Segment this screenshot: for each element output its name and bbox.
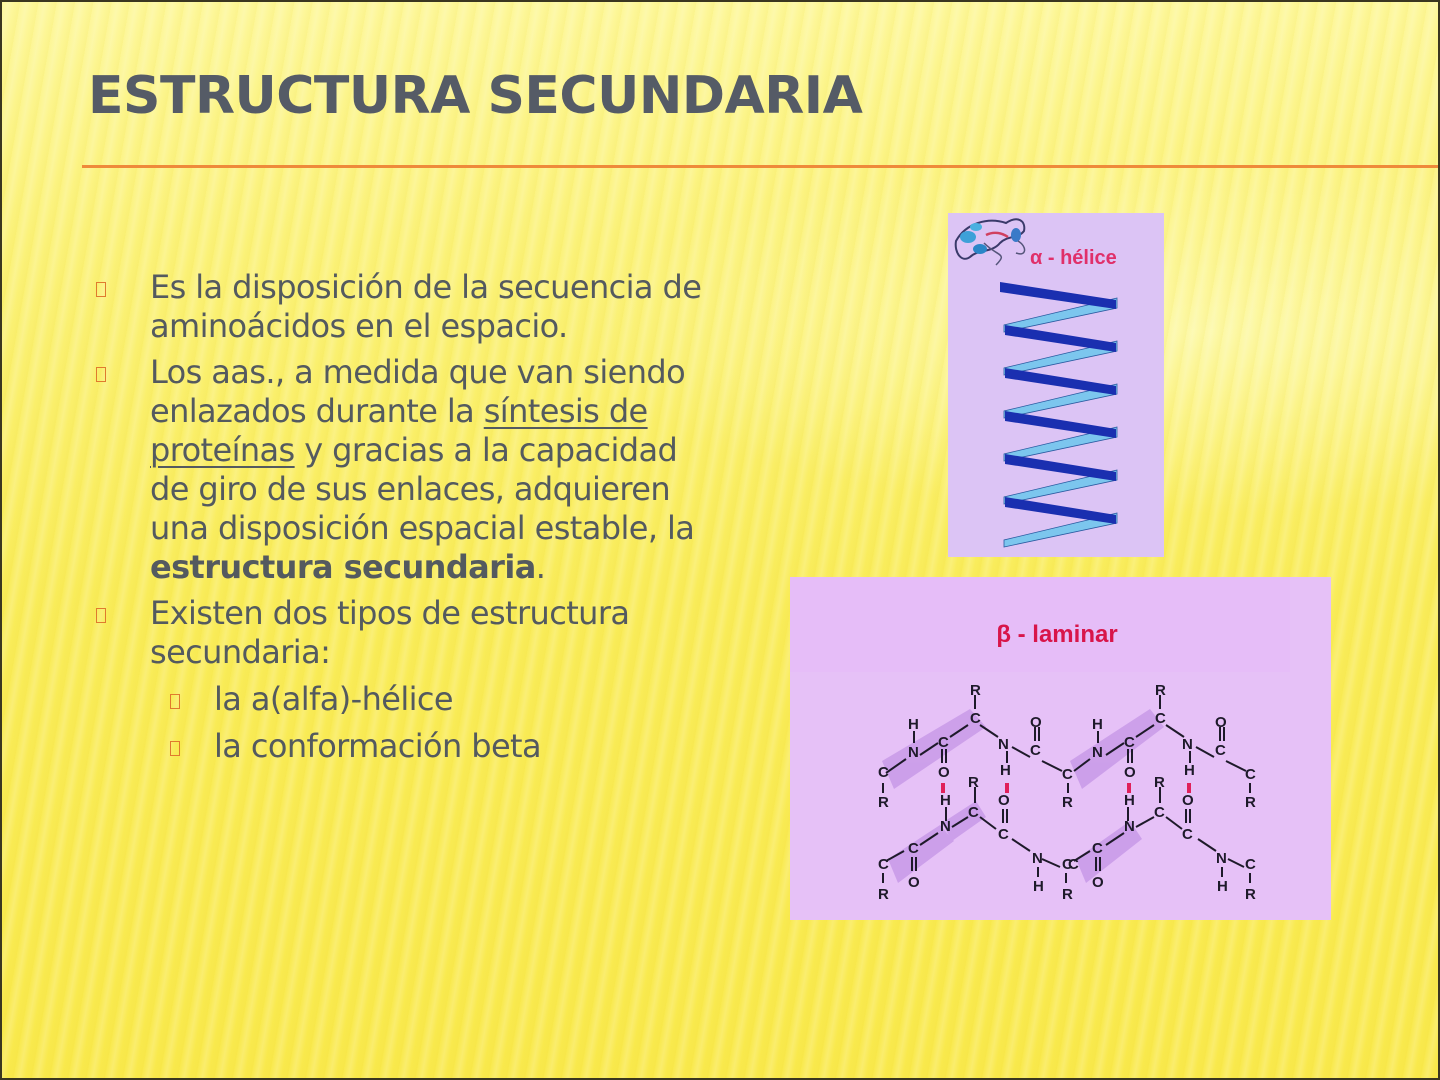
bullet-item-definition: Es la disposición de la secuencia de ami… (90, 268, 710, 346)
bullet-item-types: Existen dos tipos de estructura secundar… (90, 594, 710, 672)
svg-text:C: C (938, 734, 949, 751)
svg-text:R: R (1154, 774, 1165, 791)
svg-text:C: C (1155, 710, 1166, 727)
svg-text:N: N (1182, 736, 1193, 753)
svg-text:O: O (1030, 714, 1042, 731)
svg-text:N: N (1032, 850, 1043, 867)
bullet-text-after: . (535, 548, 546, 586)
svg-text:H: H (1184, 762, 1195, 779)
svg-text:N: N (940, 818, 951, 835)
svg-text:R: R (1245, 794, 1256, 811)
svg-text:C: C (970, 710, 981, 727)
svg-text:C: C (1182, 826, 1193, 843)
bold-term: estructura secundaria (150, 548, 536, 586)
svg-text:R: R (878, 886, 889, 903)
protein-structure-thumbnail-icon (954, 218, 1026, 266)
svg-text:C: C (1154, 804, 1165, 821)
svg-text:O: O (1182, 792, 1194, 809)
svg-text:C: C (1062, 766, 1073, 783)
sub-item-alpha-helix: la a(alfa)-hélice (90, 680, 710, 719)
bullet-text-middle: y gracias a la capacidad de giro de sus … (150, 431, 695, 547)
svg-text:N: N (1216, 850, 1227, 867)
bullet-item-formation: Los aas., a medida que van siendo enlaza… (90, 353, 710, 587)
svg-text:H: H (908, 716, 919, 733)
alpha-helix-label: α - hélice (1030, 247, 1117, 269)
beta-sheet-diagram-icon: R C H N C O C R N H O C C R H N R C O C (878, 682, 1256, 903)
svg-text:O: O (1215, 714, 1227, 731)
svg-text:H: H (940, 792, 951, 809)
svg-text:O: O (1092, 874, 1104, 891)
sub-bullet-square-icon (170, 694, 180, 709)
svg-text:C: C (998, 826, 1009, 843)
sub-item-text: la a(alfa)-hélice (214, 680, 454, 718)
svg-text:N: N (1124, 818, 1135, 835)
svg-text:R: R (970, 682, 981, 699)
svg-text:H: H (1124, 792, 1135, 809)
svg-text:H: H (1217, 878, 1228, 895)
svg-text:C: C (968, 804, 979, 821)
link-sintesis-proteinas[interactable]: síntesis de proteínas (150, 392, 648, 469)
alpha-helix-figure: α - hélice (948, 213, 1164, 557)
svg-text:C: C (1215, 742, 1226, 759)
svg-text:N: N (998, 736, 1009, 753)
svg-text:O: O (908, 874, 920, 891)
svg-text:C: C (908, 840, 919, 857)
bullet-square-icon (96, 367, 106, 382)
svg-text:R: R (1062, 886, 1073, 903)
beta-sheet-label: β - laminar (996, 621, 1118, 648)
svg-text:C: C (878, 856, 889, 873)
bullet-text-before: Los aas., a medida que van siendo enlaza… (150, 353, 686, 430)
beta-sheet-header (790, 577, 1290, 672)
bullet-list: Es la disposición de la secuencia de ami… (90, 268, 710, 766)
svg-text:C: C (1062, 856, 1073, 873)
bullet-text: Es la disposición de la secuencia de ami… (150, 268, 702, 345)
slide-title: ESTRUCTURA SECUNDARIA (88, 66, 863, 126)
svg-text:R: R (1155, 682, 1166, 699)
svg-text:O: O (1124, 764, 1136, 781)
svg-text:R: R (878, 794, 889, 811)
svg-text:C: C (1245, 856, 1256, 873)
svg-text:C: C (1124, 734, 1135, 751)
svg-text:C: C (1245, 766, 1256, 783)
alpha-helix-diagram-icon (954, 218, 1118, 548)
svg-text:H: H (1092, 716, 1103, 733)
beta-sheet-figure: β - laminar (790, 577, 1331, 920)
svg-text:R: R (1245, 886, 1256, 903)
sub-bullet-square-icon (170, 741, 180, 756)
bullet-text: Existen dos tipos de estructura secundar… (150, 594, 630, 671)
sub-item-beta: la conformación beta (90, 727, 710, 766)
svg-text:H: H (1000, 762, 1011, 779)
svg-text:R: R (1062, 794, 1073, 811)
svg-text:R: R (968, 774, 979, 791)
svg-text:C: C (1030, 742, 1041, 759)
bullet-square-icon (96, 608, 106, 623)
svg-text:C: C (1092, 840, 1103, 857)
svg-text:O: O (998, 792, 1010, 809)
svg-text:N: N (908, 744, 919, 761)
bullet-square-icon (96, 282, 106, 297)
svg-text:N: N (1092, 744, 1103, 761)
svg-text:C: C (1068, 856, 1079, 873)
sub-item-text: la conformación beta (214, 727, 542, 765)
svg-text:H: H (1033, 878, 1044, 895)
svg-text:C: C (878, 764, 889, 781)
title-divider (82, 165, 1438, 168)
svg-text:O: O (938, 764, 950, 781)
